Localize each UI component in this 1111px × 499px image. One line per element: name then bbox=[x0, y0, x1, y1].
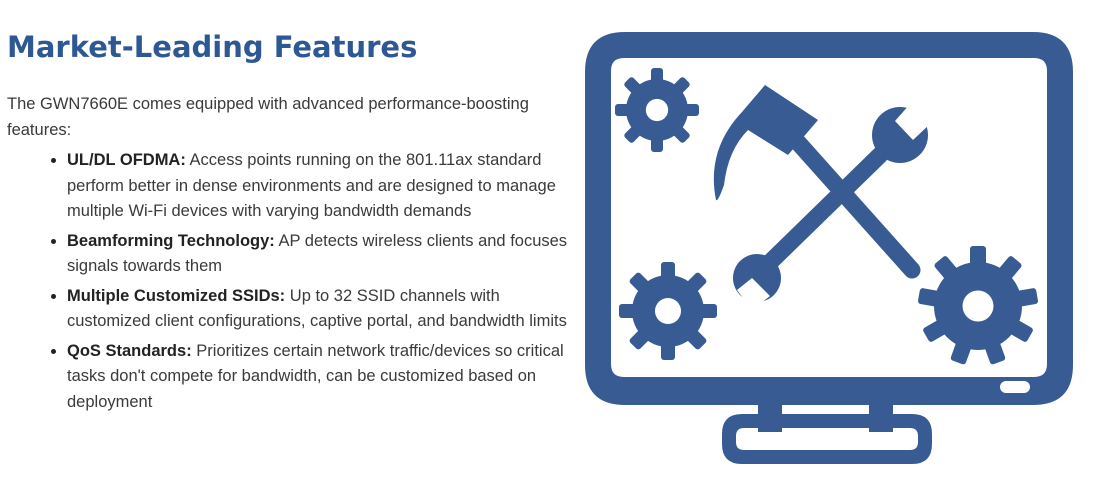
feature-item-qos: QoS Standards: Prioritizes certain netwo… bbox=[67, 339, 587, 416]
feature-description: Access points running on the 801.11ax st… bbox=[67, 151, 556, 220]
feature-description: Prioritizes certain network traffic/devi… bbox=[67, 341, 564, 411]
monitor-base bbox=[722, 414, 932, 464]
feature-title: Beamforming Technology: bbox=[67, 231, 275, 250]
monitor-with-gears-and-tools-icon bbox=[585, 32, 1073, 464]
feature-list: UL/DL OFDMA: Access points running on th… bbox=[30, 148, 587, 419]
feature-item-ofdma: UL/DL OFDMA: Access points running on th… bbox=[67, 148, 587, 225]
gear-icon bbox=[615, 68, 699, 152]
wrench-jaw-bottom bbox=[733, 254, 781, 310]
power-indicator bbox=[1000, 381, 1030, 393]
feature-title: UL/DL OFDMA: bbox=[67, 151, 186, 169]
feature-title: QoS Standards: bbox=[67, 341, 192, 360]
feature-description: AP detects wireless clients and focuses … bbox=[67, 231, 568, 276]
feature-description: Up to 32 SSID channels with customized c… bbox=[67, 286, 567, 331]
intro-paragraph: The GWN7660E comes equipped with advance… bbox=[7, 95, 529, 139]
gear-icon bbox=[619, 262, 717, 360]
hammer-head bbox=[713, 85, 818, 201]
feature-item-ssids: Multiple Customized SSIDs: Up to 32 SSID… bbox=[67, 284, 587, 335]
feature-title: Multiple Customized SSIDs: bbox=[67, 286, 286, 305]
feature-item-beamforming: Beamforming Technology: AP detects wirel… bbox=[67, 229, 587, 280]
wrench-jaw-top bbox=[872, 104, 930, 163]
wrench-handle bbox=[751, 146, 889, 281]
gear-icon bbox=[917, 246, 1039, 365]
crossed-tools-icon bbox=[713, 85, 930, 310]
section-heading: Market-Leading Features bbox=[7, 30, 418, 64]
